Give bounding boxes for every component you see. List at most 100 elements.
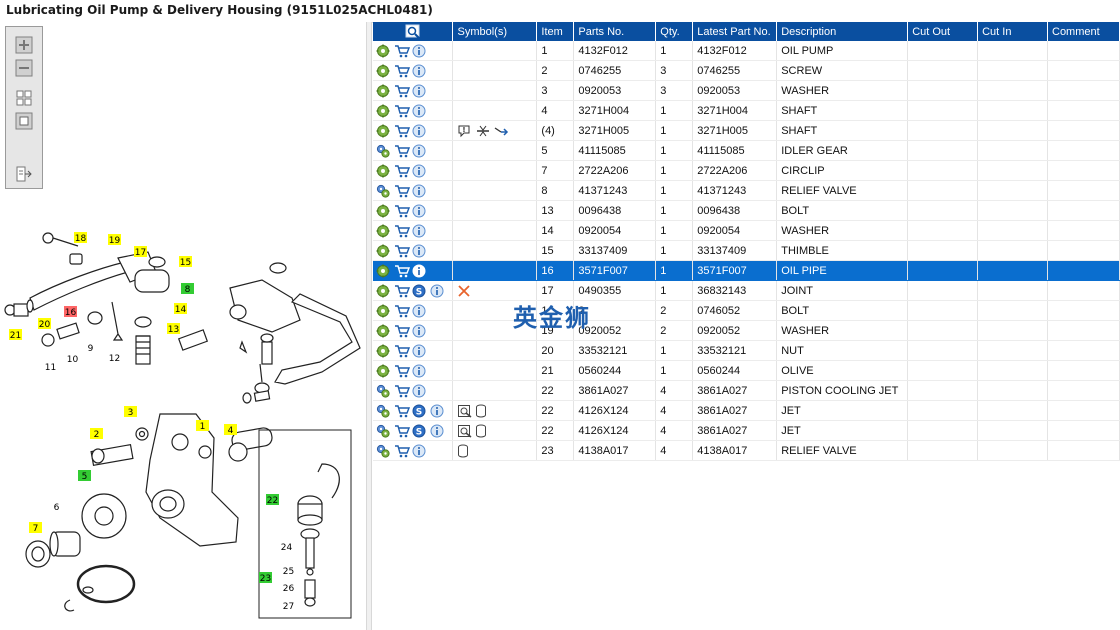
info-icon[interactable] bbox=[412, 264, 426, 278]
fit-page-icon[interactable] bbox=[15, 112, 33, 130]
info-icon[interactable] bbox=[412, 244, 426, 258]
cart-icon[interactable] bbox=[394, 124, 411, 138]
cart-icon[interactable] bbox=[394, 104, 411, 118]
callout-25[interactable]: 25 bbox=[283, 567, 294, 577]
callout-1[interactable]: 1 bbox=[196, 420, 209, 432]
callout-11[interactable]: 11 bbox=[45, 363, 56, 373]
callout-19[interactable]: 19 bbox=[108, 234, 121, 246]
cart-icon[interactable] bbox=[394, 364, 411, 378]
info-icon[interactable] bbox=[412, 44, 426, 58]
callout-20[interactable]: 20 bbox=[38, 318, 51, 330]
info-icon[interactable] bbox=[412, 444, 426, 458]
callout-10[interactable]: 10 bbox=[67, 355, 79, 365]
info-icon[interactable] bbox=[412, 224, 426, 238]
cart-icon[interactable] bbox=[394, 244, 411, 258]
column-header-cut-out[interactable]: Cut Out bbox=[907, 22, 979, 41]
cart-icon[interactable] bbox=[394, 264, 411, 278]
callout-12[interactable]: 12 bbox=[109, 354, 120, 364]
cart-icon[interactable] bbox=[394, 204, 411, 218]
cylinder-icon[interactable] bbox=[457, 444, 471, 458]
callout-13[interactable]: 13 bbox=[167, 323, 180, 335]
info-icon[interactable] bbox=[412, 104, 426, 118]
cart-icon[interactable] bbox=[394, 44, 411, 58]
pane-splitter[interactable] bbox=[366, 22, 372, 630]
cylinder-icon[interactable] bbox=[475, 424, 489, 438]
callout-23[interactable]: 23 bbox=[259, 572, 272, 584]
callout-21[interactable]: 21 bbox=[9, 329, 22, 341]
cart-icon[interactable] bbox=[394, 344, 411, 358]
cylinder-icon[interactable] bbox=[475, 404, 489, 418]
export-icon[interactable] bbox=[15, 165, 33, 183]
service-icon[interactable]: S bbox=[412, 284, 426, 298]
callout-16[interactable]: 16 bbox=[64, 306, 77, 318]
info-icon[interactable] bbox=[412, 84, 426, 98]
cart-icon[interactable] bbox=[394, 324, 411, 338]
info-icon[interactable] bbox=[430, 424, 444, 438]
info-icon[interactable] bbox=[430, 404, 444, 418]
cart-icon[interactable] bbox=[394, 304, 411, 318]
info-icon[interactable] bbox=[430, 284, 444, 298]
callout-8[interactable]: 8 bbox=[181, 283, 194, 295]
cart-icon[interactable] bbox=[394, 384, 411, 398]
supersede-icon[interactable] bbox=[493, 124, 509, 138]
callout-3[interactable]: 3 bbox=[124, 406, 137, 418]
find-icon[interactable] bbox=[405, 24, 421, 39]
cart-icon[interactable] bbox=[394, 224, 411, 238]
info-icon[interactable] bbox=[412, 304, 426, 318]
zoom-out-icon[interactable] bbox=[15, 59, 33, 77]
info-icon[interactable] bbox=[412, 124, 426, 138]
column-header-description[interactable]: Description bbox=[776, 22, 909, 41]
column-header-tools[interactable] bbox=[373, 22, 454, 41]
service-icon[interactable]: S bbox=[412, 424, 426, 438]
callout-14[interactable]: 14 bbox=[174, 303, 187, 315]
cart-icon[interactable] bbox=[394, 444, 411, 458]
callout-17[interactable]: 17 bbox=[134, 246, 147, 258]
fit-all-icon[interactable] bbox=[15, 89, 33, 107]
column-header-symbols[interactable]: Symbol(s) bbox=[452, 22, 538, 41]
cart-icon[interactable] bbox=[394, 164, 411, 178]
callout-4[interactable]: 4 bbox=[224, 424, 237, 436]
column-header-cut-in[interactable]: Cut In bbox=[977, 22, 1048, 41]
note-icon[interactable]: ! bbox=[457, 124, 471, 138]
cart-icon[interactable] bbox=[394, 284, 411, 298]
column-header-qty[interactable]: Qty. bbox=[655, 22, 694, 41]
callout-2[interactable]: 2 bbox=[90, 428, 103, 440]
info-icon[interactable] bbox=[412, 344, 426, 358]
cart-icon[interactable] bbox=[394, 84, 411, 98]
cart-icon[interactable] bbox=[394, 144, 411, 158]
cart-icon[interactable] bbox=[394, 404, 411, 418]
view-icon[interactable] bbox=[457, 404, 472, 418]
info-icon[interactable] bbox=[412, 164, 426, 178]
info-icon[interactable] bbox=[412, 144, 426, 158]
callout-22[interactable]: 22 bbox=[266, 494, 279, 506]
callout-18[interactable]: 18 bbox=[74, 232, 87, 244]
service-icon[interactable]: S bbox=[412, 404, 426, 418]
info-icon[interactable] bbox=[412, 184, 426, 198]
info-icon[interactable] bbox=[412, 364, 426, 378]
cart-icon[interactable] bbox=[394, 184, 411, 198]
callout-9[interactable]: 9 bbox=[88, 344, 94, 354]
view-icon[interactable] bbox=[457, 424, 472, 438]
callout-6[interactable]: 6 bbox=[54, 503, 60, 513]
